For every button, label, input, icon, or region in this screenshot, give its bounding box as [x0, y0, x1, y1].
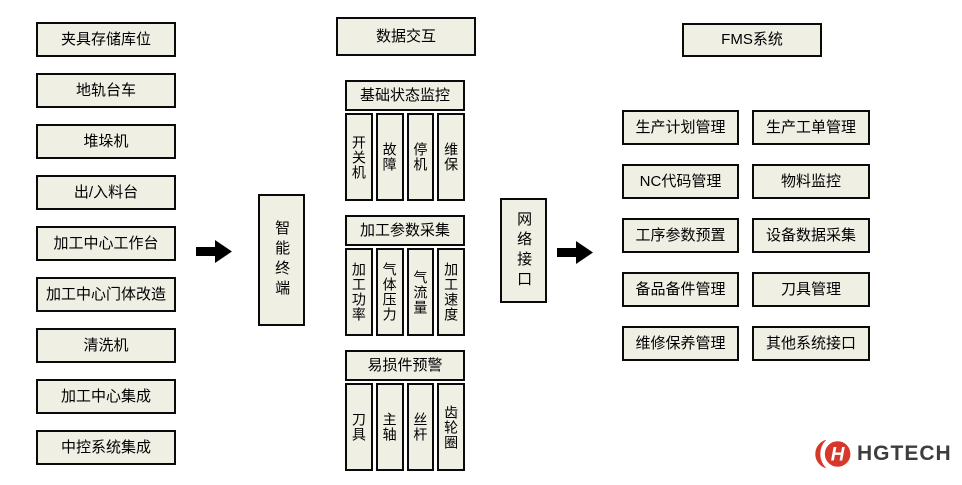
group-wear-part-warning: 易损件预警 刀具 主轴 丝杆 齿轮圈 [345, 350, 465, 471]
fms-module-item: 生产工单管理 [752, 110, 870, 145]
group-title: 加工参数采集 [345, 215, 465, 246]
group-items: 加工功率 气体压力 气流量 加工速度 [345, 248, 465, 336]
equipment-item: 加工中心工作台 [36, 226, 176, 261]
hgtech-logo-icon: H [815, 439, 852, 469]
group-basic-status-monitoring: 基础状态监控 开关机 故障 停机 维保 [345, 80, 465, 201]
parameter-item: 气流量 [406, 248, 435, 336]
svg-text:H: H [831, 445, 845, 466]
fms-module-item: 备品备件管理 [622, 272, 739, 307]
wear-item: 齿轮圈 [437, 383, 465, 471]
wear-item: 丝杆 [406, 383, 435, 471]
network-interface-box: 网络接口 [500, 198, 547, 303]
equipment-item: 加工中心门体改造 [36, 277, 176, 312]
status-item: 开关机 [345, 113, 373, 201]
fms-module-item: NC代码管理 [622, 164, 739, 199]
fms-module-item: 物料监控 [752, 164, 870, 199]
group-machining-parameters: 加工参数采集 加工功率 气体压力 气流量 加工速度 [345, 215, 465, 336]
fms-module-item: 维修保养管理 [622, 326, 739, 361]
equipment-item: 夹具存储库位 [36, 22, 176, 57]
fms-system-header: FMS系统 [682, 23, 822, 57]
parameter-item: 气体压力 [375, 248, 404, 336]
equipment-item: 清洗机 [36, 328, 176, 363]
status-item: 故障 [375, 113, 404, 201]
hgtech-logo-text: HGTECH [857, 442, 952, 465]
equipment-column: 夹具存储库位 地轨台车 堆垛机 出/入料台 加工中心工作台 加工中心门体改造 清… [36, 22, 176, 465]
group-items: 开关机 故障 停机 维保 [345, 113, 465, 201]
hgtech-logo: H HGTECH [810, 436, 952, 472]
wear-item: 刀具 [345, 383, 373, 471]
data-exchange-header: 数据交互 [336, 17, 476, 56]
wear-item: 主轴 [375, 383, 404, 471]
parameter-item: 加工速度 [437, 248, 465, 336]
arrow-right-icon [196, 240, 232, 263]
equipment-item: 加工中心集成 [36, 379, 176, 414]
equipment-item: 地轨台车 [36, 73, 176, 108]
status-item: 停机 [406, 113, 435, 201]
equipment-item: 中控系统集成 [36, 430, 176, 465]
equipment-item: 出/入料台 [36, 175, 176, 210]
parameter-item: 加工功率 [345, 248, 373, 336]
fms-module-item: 工序参数预置 [622, 218, 739, 253]
fms-module-item: 生产计划管理 [622, 110, 739, 145]
smart-terminal-box: 智能终端 [258, 194, 305, 326]
group-title: 基础状态监控 [345, 80, 465, 111]
status-item: 维保 [437, 113, 465, 201]
fms-module-item: 刀具管理 [752, 272, 870, 307]
fms-module-item: 其他系统接口 [752, 326, 870, 361]
group-items: 刀具 主轴 丝杆 齿轮圈 [345, 383, 465, 471]
fms-module-grid: 生产计划管理 生产工单管理 NC代码管理 物料监控 工序参数预置 设备数据采集 … [622, 110, 870, 361]
fms-module-item: 设备数据采集 [752, 218, 870, 253]
group-title: 易损件预警 [345, 350, 465, 381]
equipment-item: 堆垛机 [36, 124, 176, 159]
arrow-right-icon [557, 241, 593, 264]
